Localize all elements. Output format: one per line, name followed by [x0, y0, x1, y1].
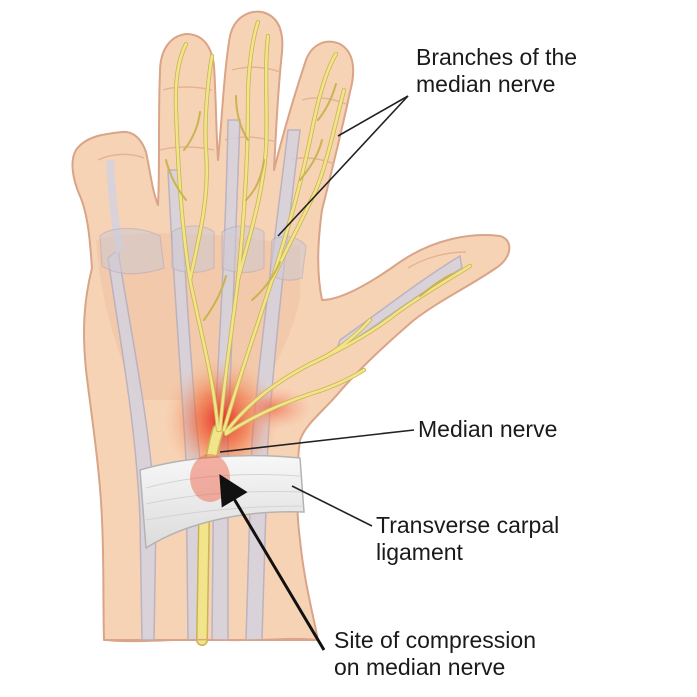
wrist-edge [103, 637, 319, 643]
leader-lines [219, 95, 415, 527]
label-branches-of-median-nerve: Branches of the median nerve [416, 44, 577, 98]
label-branches-line-1: Branches of the [416, 44, 578, 70]
label-branches-line-2: median nerve [416, 71, 556, 97]
label-median-nerve: Median nerve [418, 416, 557, 443]
leader-branches-1 [277, 95, 409, 237]
median-nerve-branches [165, 19, 473, 437]
label-transverse-carpal-ligament: Transverse carpal ligament [376, 512, 559, 566]
label-ligament-line-1: Transverse carpal [376, 512, 560, 538]
label-site-line-2: on median nerve [334, 654, 506, 680]
label-site-line-1: Site of compression [334, 627, 536, 653]
compression-highlight [190, 454, 230, 502]
label-site-of-compression: Site of compression on median nerve [334, 627, 536, 681]
ligament-fibers [145, 474, 303, 521]
leader-median-nerve [219, 429, 415, 453]
compression-arrow [219, 474, 326, 651]
leader-branches-2 [337, 95, 409, 137]
leader-ligament [291, 485, 373, 527]
label-ligament-line-2: ligament [376, 539, 463, 565]
label-median-nerve-text: Median nerve [418, 416, 558, 442]
